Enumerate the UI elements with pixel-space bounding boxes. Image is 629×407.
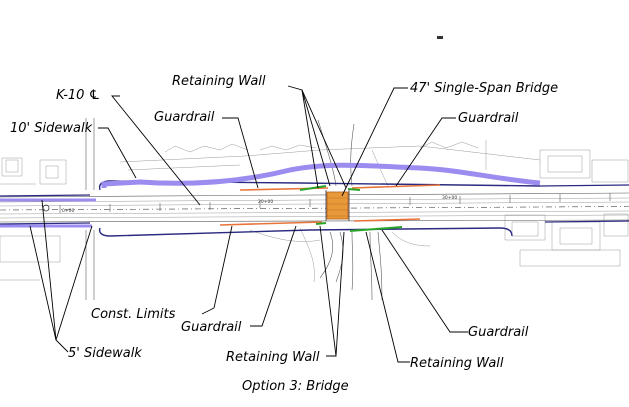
- svg-text:20+00: 20+00: [258, 199, 273, 205]
- misc-marks: 0+00 20+00 30+00: [62, 36, 457, 214]
- leader-lines: [29, 85, 468, 363]
- label-guardrail-top-right: Guardrail: [458, 111, 519, 126]
- labels: K-10 ℄ Retaining Wall 47' Single-Span Br…: [10, 74, 558, 394]
- label-10ft-sidewalk: 10' Sidewalk: [10, 121, 93, 136]
- label-retaining-wall-bottom-left: Retaining Wall: [226, 350, 320, 365]
- guardrail-north-east: [351, 184, 441, 189]
- bridge-deck: [326, 191, 349, 220]
- label-bridge: 47' Single-Span Bridge: [410, 81, 558, 96]
- caption: Option 3: Bridge: [242, 379, 349, 394]
- label-guardrail-bottom-right: Guardrail: [468, 325, 529, 340]
- label-guardrail-top-left: Guardrail: [154, 110, 215, 125]
- label-guardrail-bottom-left: Guardrail: [181, 320, 242, 335]
- svg-text:0+00: 0+00: [62, 208, 74, 214]
- bridge: [325, 190, 350, 221]
- retaining-walls: [299, 185, 403, 232]
- label-const-limits: Const. Limits: [91, 307, 176, 322]
- label-k10-centerline: K-10 ℄: [56, 88, 100, 103]
- k10-roadway: [0, 180, 629, 237]
- retaining-wall-sw: [315, 222, 327, 225]
- guardrail-south-east: [353, 218, 421, 222]
- centerline: [0, 206, 629, 211]
- label-5ft-sidewalk: 5' Sidewalk: [68, 346, 142, 361]
- retaining-wall-ne: [347, 188, 361, 191]
- svg-text:30+00: 30+00: [442, 195, 457, 201]
- context-linework: [0, 118, 629, 301]
- guardrail-south-west: [219, 221, 323, 226]
- label-retaining-wall-top: Retaining Wall: [172, 74, 266, 89]
- retaining-wall-se: [349, 226, 403, 232]
- curb-line-south: [98, 227, 513, 237]
- retaining-wall-nw: [299, 185, 327, 191]
- label-retaining-wall-bottom-right: Retaining Wall: [410, 356, 504, 371]
